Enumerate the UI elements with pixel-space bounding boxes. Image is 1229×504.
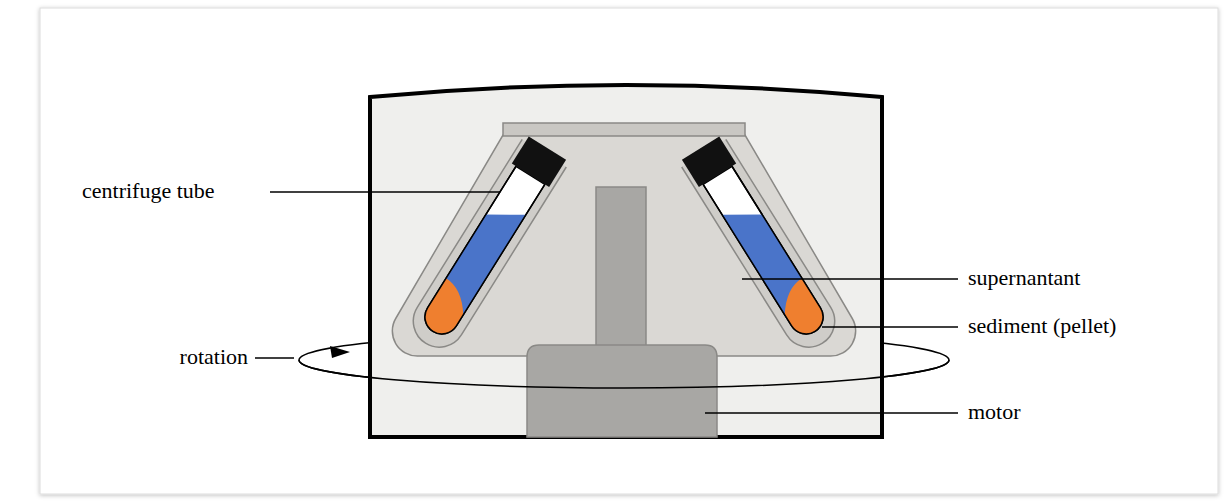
part-label: motor — [968, 399, 1021, 425]
leader-line — [705, 412, 958, 414]
part-label: centrifuge tube — [82, 178, 215, 204]
shaft — [596, 187, 646, 357]
frame — [40, 8, 1218, 494]
leader-line — [822, 326, 958, 328]
part-label: sediment (pellet) — [968, 313, 1116, 339]
tube-right — [679, 134, 845, 357]
leader-line — [742, 278, 958, 280]
rotor-lid — [503, 123, 745, 136]
rotation-front — [299, 360, 949, 388]
rotor — [392, 135, 855, 356]
motor — [527, 345, 717, 437]
leader-line — [270, 191, 500, 193]
tube-left — [403, 134, 569, 357]
part-label: rotation — [180, 344, 248, 370]
part-label: supernantant — [968, 265, 1080, 291]
rotation-arrowhead — [330, 346, 350, 358]
leader-line — [255, 357, 294, 359]
